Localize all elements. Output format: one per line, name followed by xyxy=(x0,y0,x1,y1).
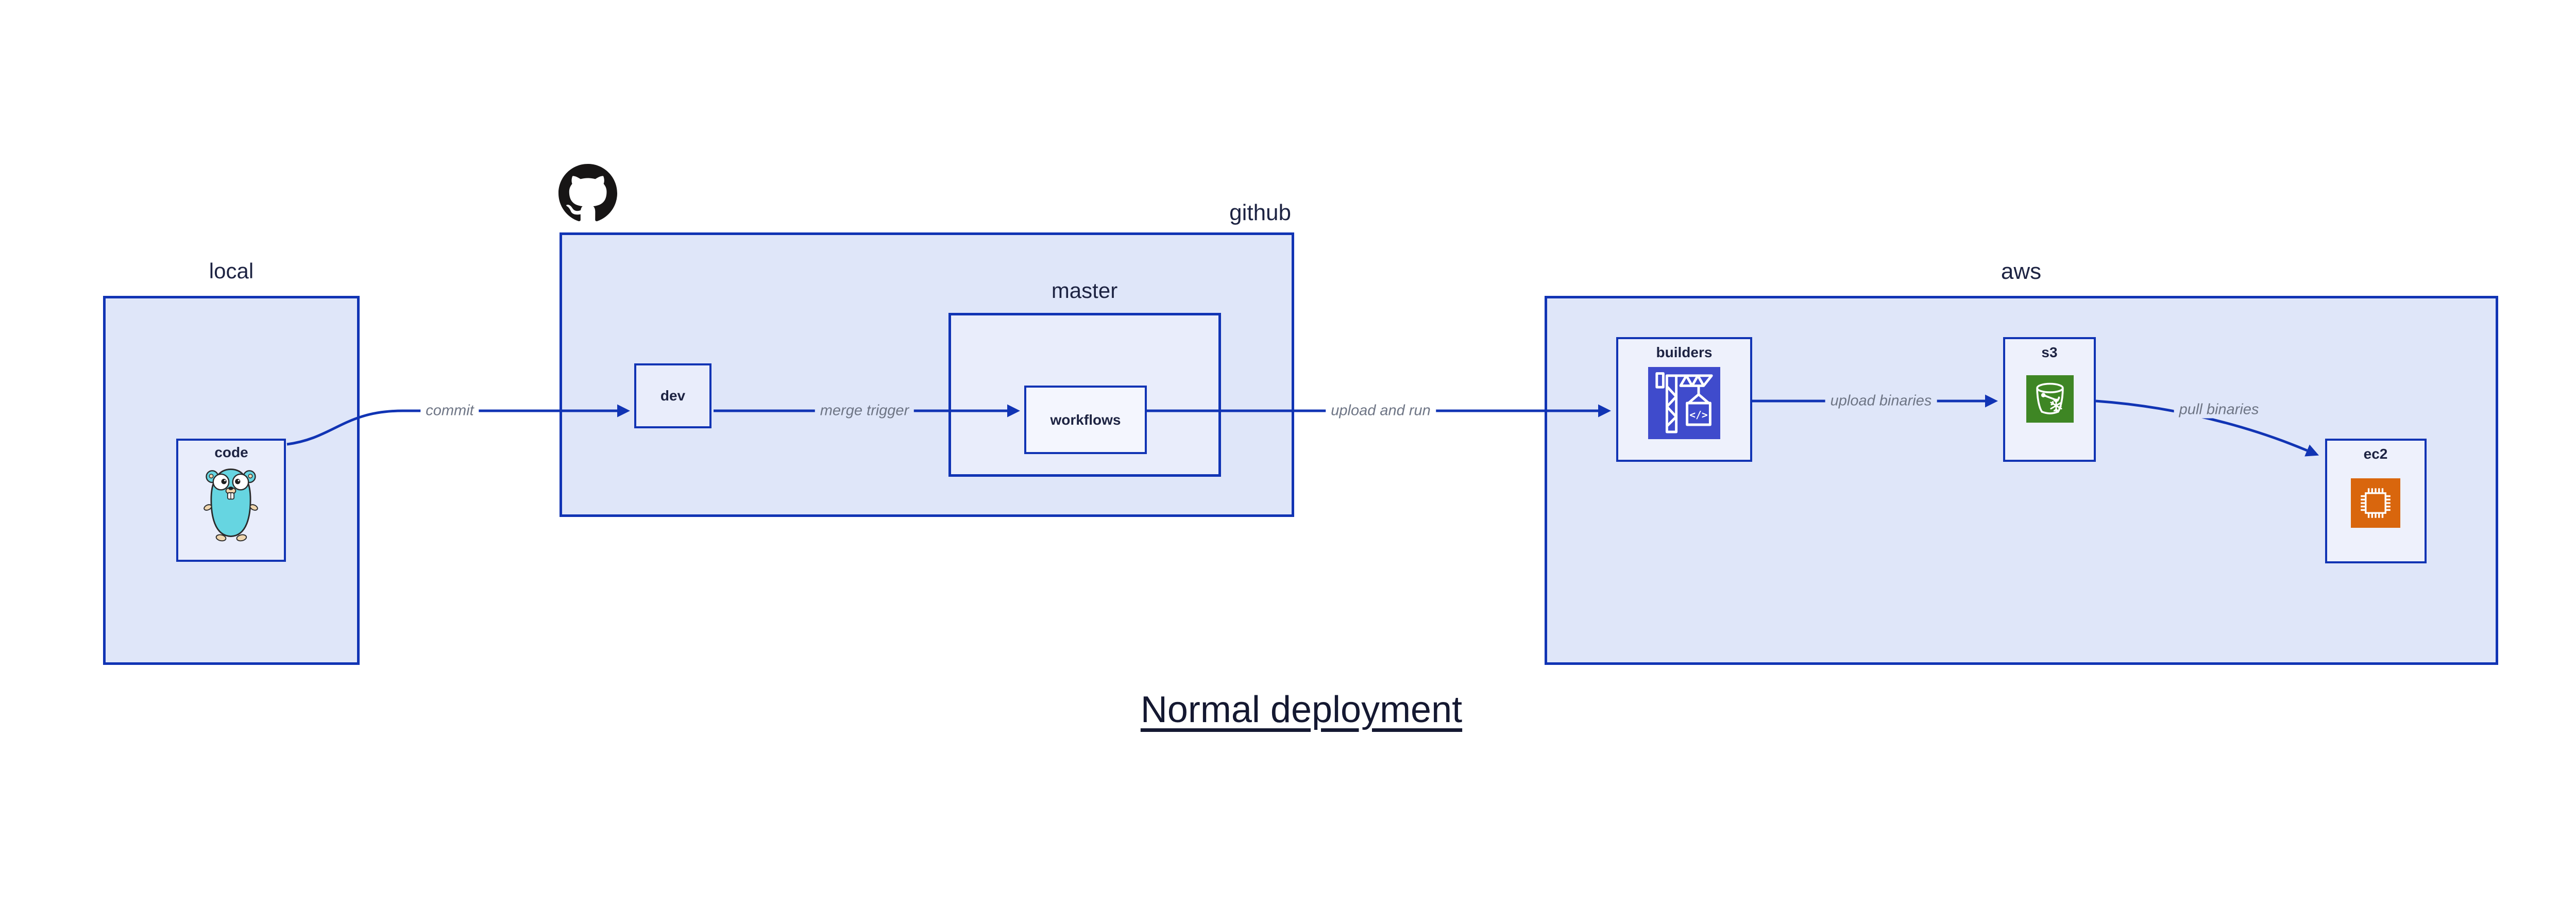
github-octocat-icon xyxy=(558,164,617,222)
edge-label-pull-binaries: pull binaries xyxy=(2174,401,2264,419)
go-gopher-icon xyxy=(204,468,258,542)
node-label-ec2: ec2 xyxy=(2363,446,2388,462)
node-box-dev: dev xyxy=(634,363,711,428)
group-label-github: github xyxy=(1229,200,1291,225)
s3-bucket-icon xyxy=(2026,375,2074,423)
group-label-master: master xyxy=(1051,278,1118,303)
group-label-local: local xyxy=(209,259,254,283)
svg-text:</>: </> xyxy=(1689,409,1707,421)
edge-commit-arrow xyxy=(286,404,630,446)
codebuild-crane-icon: </> xyxy=(1648,367,1720,439)
ec2-chip-icon xyxy=(2351,478,2400,528)
node-label-dev: dev xyxy=(660,388,686,404)
node-label-builders: builders xyxy=(1656,344,1713,360)
diagram-title: Normal deployment xyxy=(1140,689,1463,730)
node-label-s3: s3 xyxy=(2041,344,2058,360)
edge-label-upload-binaries: upload binaries xyxy=(1825,392,1937,410)
node-box-workflows: workflows xyxy=(1024,386,1147,454)
edge-label-upload-and-run: upload and run xyxy=(1326,402,1436,420)
edge-label-commit: commit xyxy=(420,402,479,420)
edge-label-merge-trigger: merge trigger xyxy=(815,402,914,420)
node-label-code: code xyxy=(214,444,248,460)
group-label-aws: aws xyxy=(2001,259,2042,284)
node-label-workflows: workflows xyxy=(1050,411,1121,428)
